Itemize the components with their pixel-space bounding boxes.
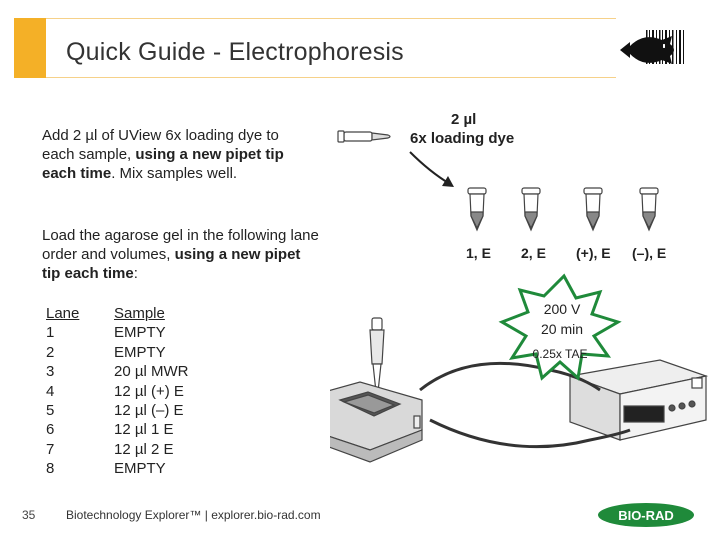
sample-cell: 20 µl MWR <box>114 363 189 381</box>
page-number: 35 <box>22 508 36 522</box>
voltage-label: 200 V <box>544 301 581 317</box>
tube-icon <box>639 187 659 232</box>
run-conditions-starburst <box>498 273 622 381</box>
instruction-step-1: Add 2 µl of UView 6x loading dye to each… <box>42 127 284 182</box>
page-title: Quick Guide - Electrophoresis <box>66 38 404 66</box>
lane-cell: 7 <box>46 440 55 458</box>
fish-barcode-logo <box>620 30 684 64</box>
brand-label: BIO-RAD <box>618 508 674 523</box>
header-band <box>46 18 616 78</box>
gel-box-icon <box>330 381 423 463</box>
instruction-step-2: Load the agarose gel in the following la… <box>42 227 319 282</box>
tube-icon <box>583 187 603 232</box>
power-supply-icon <box>567 359 709 441</box>
tube-label: (+), E <box>576 245 611 261</box>
lane-cell: 6 <box>46 421 55 439</box>
lane-column: Lane 1 2 3 4 5 6 7 8 <box>46 304 106 479</box>
tube-label: 2, E <box>521 245 546 261</box>
tube-icon <box>521 187 541 232</box>
time-label: 20 min <box>541 321 583 337</box>
buffer-label: 0.25x TAE <box>533 347 588 361</box>
lane-cell: 3 <box>46 363 55 381</box>
header-accent-bar <box>14 18 46 78</box>
bio-rad-logo: BIO-RAD <box>598 503 694 527</box>
tube-label: 1, E <box>466 245 491 261</box>
tube-icon <box>467 187 487 232</box>
sample-cell: 12 µl 2 E <box>114 440 174 458</box>
cable-icon <box>429 418 631 449</box>
pipette-icon <box>369 317 385 393</box>
footer-text: Biotechnology Explorer™ | explorer.bio-r… <box>66 508 321 522</box>
lane-cell: 5 <box>46 402 55 420</box>
sample-header: Sample <box>114 305 165 322</box>
sample-cell: EMPTY <box>114 460 166 478</box>
lane-header: Lane <box>46 305 80 322</box>
electrophoresis-diagram: 2 µl 6x loading dye 1, E 2, E (+), E (–)… <box>330 111 709 463</box>
sample-cell: 12 µl (+) E <box>114 382 184 400</box>
loading-dye-tube-icon <box>337 130 391 143</box>
arrow-icon <box>409 151 451 185</box>
sample-tubes <box>467 187 659 232</box>
dye-name-label: 6x loading dye <box>410 130 514 147</box>
sample-cell: 12 µl (–) E <box>114 402 184 420</box>
lane-cell: 1 <box>46 324 55 342</box>
dye-volume-label: 2 µl <box>451 111 476 128</box>
lane-cell: 4 <box>46 382 55 400</box>
tube-label: (–), E <box>632 245 666 261</box>
sample-column: Sample EMPTY EMPTY 20 µl MWR 12 µl (+) E… <box>114 304 224 479</box>
lane-cell: 8 <box>46 460 55 478</box>
lane-cell: 2 <box>46 343 55 361</box>
sample-cell: EMPTY <box>114 324 166 342</box>
sample-cell: 12 µl 1 E <box>114 421 174 439</box>
cable-icon <box>419 361 601 392</box>
arrow-head-icon <box>442 176 454 187</box>
sample-cell: EMPTY <box>114 343 166 361</box>
